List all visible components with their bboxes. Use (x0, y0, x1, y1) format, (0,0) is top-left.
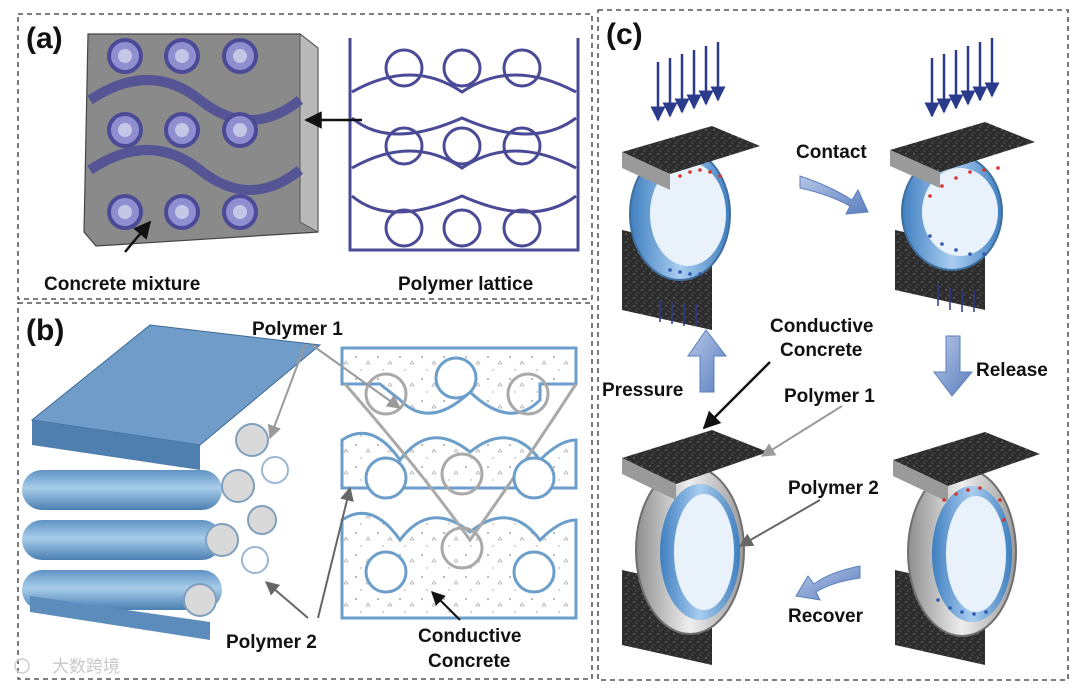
panel-c: (c) Contact Release Pressure Recover Con… (602, 18, 1048, 665)
polymer1-pointer-b (311, 344, 402, 409)
pressure-cycle-arrow (687, 329, 728, 393)
conductive-label-c-line1: Conductive (770, 316, 873, 337)
ring-unit-top-left (622, 42, 760, 330)
watermark-logo-icon (14, 658, 30, 674)
conductive-label-c-line2: Concrete (780, 340, 862, 361)
panel-a-letter: (a) (26, 22, 63, 55)
panel-b-letter: (b) (26, 314, 64, 347)
conductive-label-b-line1: Conductive (418, 626, 521, 647)
ring-unit-bottom-right (893, 432, 1040, 665)
panel-a-frame (17, 13, 593, 300)
ring-unit-top-right (890, 38, 1035, 312)
polymer2-label-b: Polymer 2 (226, 632, 317, 653)
panel-b-frame (17, 302, 593, 680)
conductive-lattice-2d (340, 346, 578, 620)
concrete-block-3d (83, 32, 319, 247)
polymer2-label-c: Polymer 2 (788, 478, 879, 499)
polymer1-pointer-c (760, 405, 843, 457)
conductive-pointer (431, 591, 461, 621)
watermark: 大数跨境 (14, 657, 120, 677)
ring-unit-bottom-left (622, 430, 768, 665)
recover-cycle-arrow (795, 565, 861, 601)
pressure-label: Pressure (602, 380, 683, 401)
polymer2-pointer-b (317, 486, 354, 619)
contact-label: Contact (796, 142, 867, 163)
panel-a: (a) Concrete mixture Polymer lattice (26, 22, 580, 295)
release-label: Release (976, 360, 1048, 381)
panel-b: (b) Polymer 1 Polymer 2 Conductive Concr… (22, 314, 578, 672)
polymer-lattice-label: Polymer lattice (398, 274, 533, 295)
concrete-pointer-arrow (124, 220, 152, 253)
polymer-lattice-2d (348, 38, 580, 252)
recover-label: Recover (788, 606, 864, 627)
conductive-label-b-line2: Concrete (428, 651, 510, 672)
polymer2-pointer-c (738, 499, 821, 547)
concrete-mixture-label: Concrete mixture (44, 274, 200, 295)
polymer1-label-c: Polymer 1 (784, 386, 875, 407)
conductive-pointer-c (702, 361, 771, 430)
polymer2-pointer-a (264, 581, 309, 619)
blue-block-3d (22, 324, 322, 640)
panel-c-frame (597, 9, 1069, 681)
contact-cycle-arrow (799, 175, 869, 215)
release-cycle-arrow (933, 335, 974, 397)
watermark-text: 大数跨境 (52, 657, 120, 677)
polymer1-pointer-a (267, 344, 306, 440)
polymer1-label-b: Polymer 1 (252, 319, 343, 340)
panel-c-letter: (c) (606, 18, 643, 51)
